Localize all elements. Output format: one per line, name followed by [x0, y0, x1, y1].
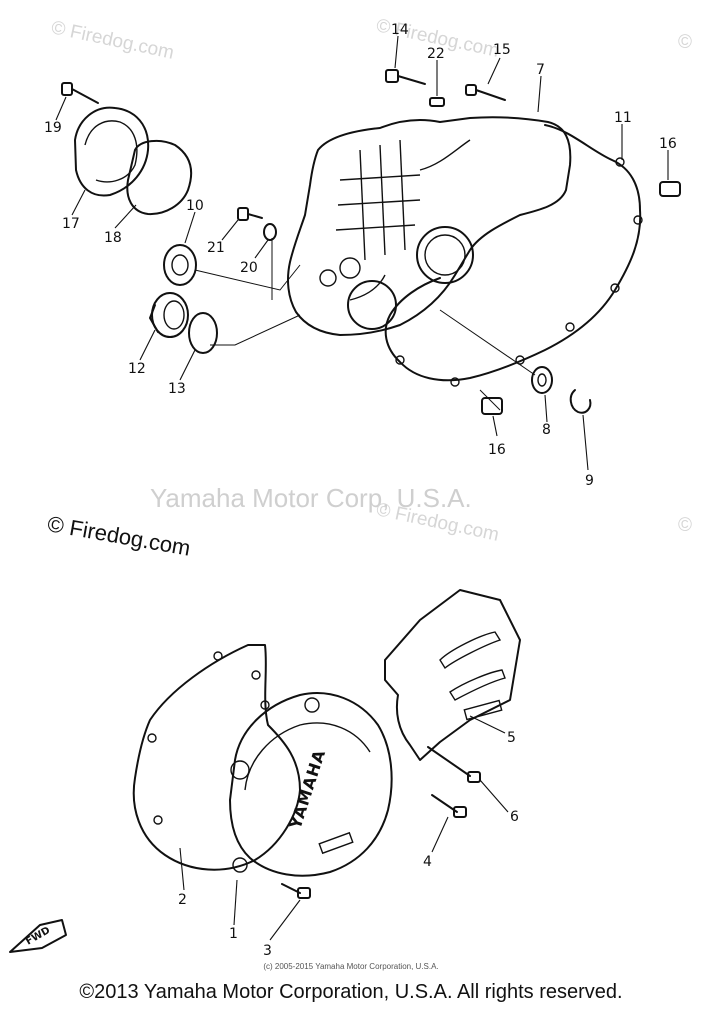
part-labels: 14 22 15 7 11 16 19 17 18 10 21 20 12 13… [44, 22, 677, 959]
bearing-12 [149, 292, 189, 338]
bore-upper-inner [424, 234, 466, 276]
label-17: 17 [62, 216, 80, 232]
oil-seal-10 [163, 244, 197, 286]
watermark-top-right: © [678, 32, 692, 53]
bore-upper [416, 226, 474, 284]
label-6: 6 [510, 809, 519, 825]
label-16b: 16 [488, 442, 506, 458]
bolt-6 [427, 746, 481, 783]
washer-8 [531, 366, 553, 394]
watermark-middle-far-right: © [678, 515, 692, 536]
label-11: 11 [614, 110, 632, 126]
label-2: 2 [178, 892, 187, 908]
dowel-22 [429, 97, 445, 107]
bolt-14 [385, 69, 426, 85]
bolt-4 [431, 794, 467, 818]
label-22: 22 [427, 46, 445, 62]
label-18: 18 [104, 230, 122, 246]
crankcase-ribs [335, 139, 471, 301]
bolt-21 [237, 207, 263, 221]
label-10: 10 [186, 198, 204, 214]
label-1: 1 [229, 926, 238, 942]
small-copyright: (c) 2005-2015 Yamaha Motor Corporation, … [263, 962, 439, 971]
bolt-15 [465, 84, 506, 101]
cover-boss-2 [304, 697, 320, 713]
alignment-lines [194, 238, 536, 411]
label-21: 21 [207, 240, 225, 256]
leaders-top [55, 35, 669, 471]
label-4: 4 [423, 854, 432, 870]
label-13: 13 [168, 381, 186, 397]
fwd-arrow-tag: FWD [9, 919, 67, 953]
label-7: 7 [536, 62, 545, 78]
watermark-yamaha-corp: Yamaha Motor Corp, U.S.A. [150, 483, 472, 513]
sprocket-cover-slots [439, 631, 506, 721]
label-16a: 16 [659, 136, 677, 152]
gasket-2-bolt-holes [147, 651, 270, 825]
bore-lower [347, 280, 397, 330]
cover-plate [318, 831, 354, 855]
label-3: 3 [263, 943, 272, 959]
label-15: 15 [493, 42, 511, 58]
copyright-notice: ©2013 Yamaha Motor Corporation, U.S.A. A… [79, 981, 623, 1003]
small-cover [74, 106, 150, 197]
bolt-19 [61, 82, 99, 104]
cover-boss-3 [232, 857, 248, 873]
label-19: 19 [44, 120, 62, 136]
dowel-16-lower [481, 397, 503, 415]
cover-brand-text: YAMAHA [285, 747, 329, 832]
o-ring-13 [188, 312, 218, 354]
magneto-cover-1 [229, 692, 393, 877]
gasket-2 [132, 644, 301, 871]
bore-tiny [319, 269, 337, 287]
bolt-3 [281, 883, 311, 899]
label-8: 8 [542, 422, 551, 438]
leaders-bottom [179, 715, 509, 941]
label-20: 20 [240, 260, 258, 276]
gasket-large [384, 124, 642, 382]
label-9: 9 [585, 473, 594, 489]
cover-boss-1 [230, 760, 250, 780]
crankcase-cover-outline [287, 116, 572, 336]
label-12: 12 [128, 361, 146, 377]
label-5: 5 [507, 730, 516, 746]
gasket-bolt-holes [395, 157, 643, 387]
sprocket-cover-5 [384, 589, 521, 761]
clip-9 [569, 389, 592, 414]
dowel-16-upper [659, 181, 681, 197]
washer-20 [263, 223, 277, 241]
label-14: 14 [391, 22, 409, 38]
bore-small [339, 257, 361, 279]
small-cover-gasket [126, 139, 193, 216]
